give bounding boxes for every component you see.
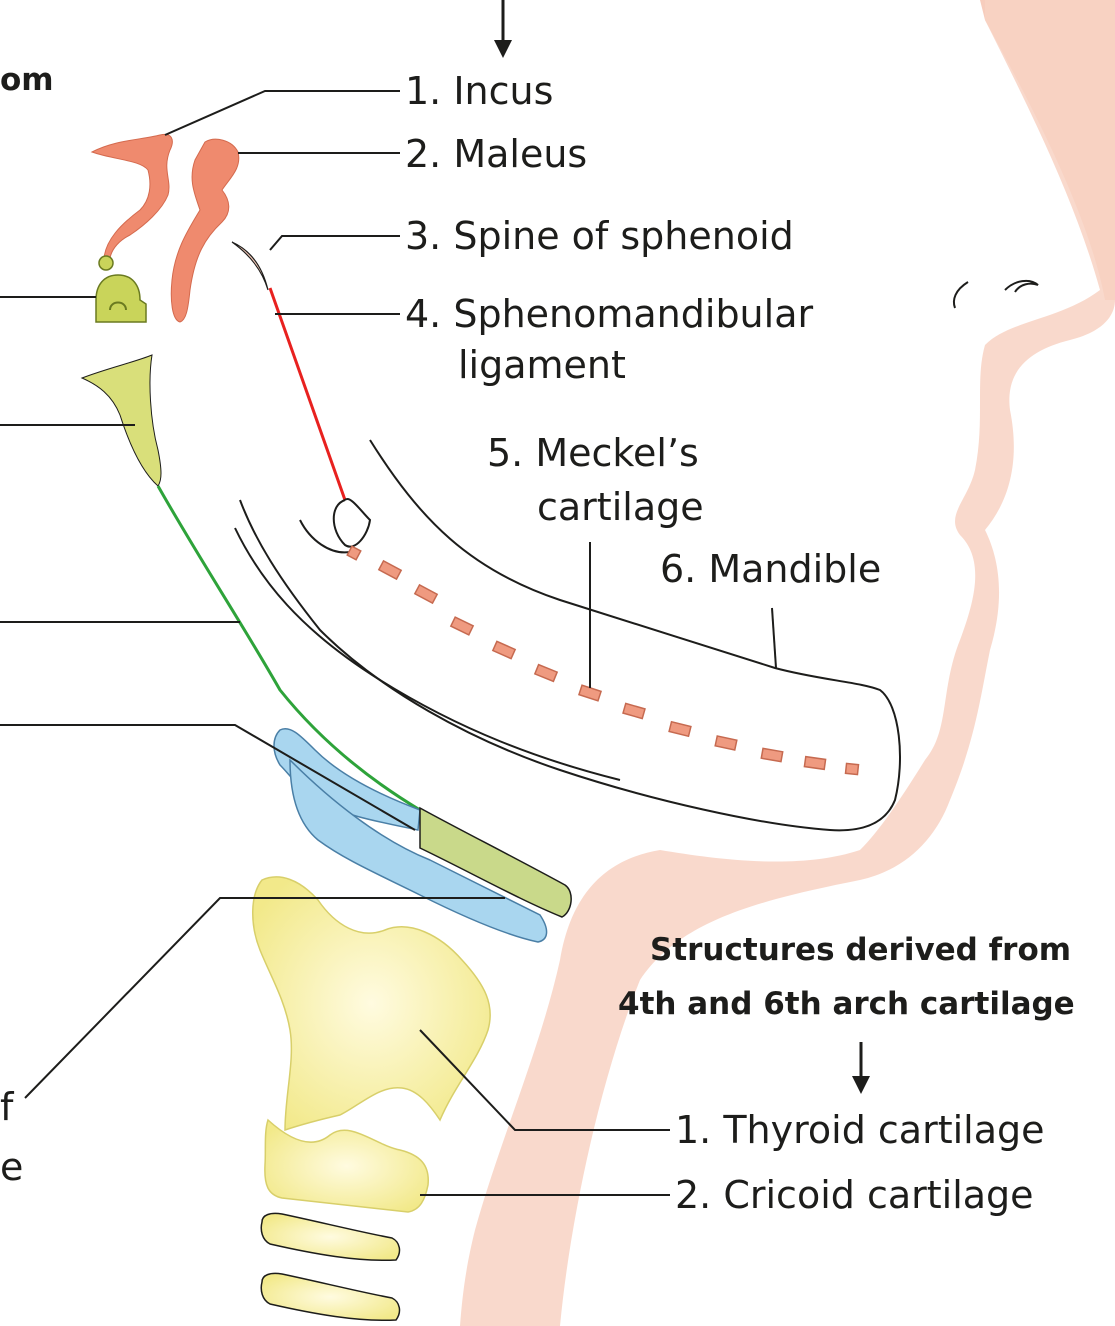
top-arrow-head — [494, 40, 512, 58]
label-cricoid-cartilage: 2. Cricoid cartilage — [675, 1173, 1034, 1217]
nostril-mark-2 — [1005, 281, 1038, 292]
heading-bottom-line2: 4th and 6th arch cartilage — [618, 986, 1075, 1022]
cricoid-cartilage-shape — [265, 1120, 428, 1212]
header-top-cut: om — [0, 62, 54, 98]
label-spine-of-sphenoid: 3. Spine of sphenoid — [405, 214, 794, 258]
incus-shape — [92, 134, 172, 258]
stapes-head — [99, 256, 113, 270]
heading-bottom-line1: Structures derived from — [650, 932, 1071, 968]
thyroid-cartilage-shape — [253, 877, 490, 1130]
leader-incus — [165, 91, 400, 135]
left-cut-text-a: f — [0, 1085, 15, 1129]
label-incus: 1. Incus — [405, 69, 553, 113]
nostril-mark — [954, 282, 968, 308]
ligament-hook-2 — [300, 520, 350, 552]
trachea-ring-2 — [261, 1273, 399, 1320]
ligament-hook — [334, 499, 370, 547]
label-sphenomandibular-2: ligament — [458, 343, 626, 387]
label-mandible: 6. Mandible — [660, 547, 881, 591]
label-maleus: 2. Maleus — [405, 132, 587, 176]
styloid-process — [82, 355, 161, 486]
left-cut-text-b: e — [0, 1145, 23, 1189]
maleus-shape — [171, 139, 239, 322]
label-meckel-1: 5. Meckel’s — [487, 431, 699, 475]
sphenomandibular-ligament — [270, 288, 345, 500]
leader-mandible — [772, 608, 776, 668]
trachea-ring-1 — [261, 1213, 399, 1260]
bottom-arrow-head — [852, 1076, 870, 1094]
leader-spine — [270, 236, 400, 250]
label-meckel-2: cartilage — [537, 485, 704, 529]
label-sphenomandibular-1: 4. Sphenomandibular — [405, 292, 813, 336]
stapes-body — [96, 275, 146, 322]
spine-of-sphenoid — [232, 242, 268, 290]
label-thyroid-cartilage: 1. Thyroid cartilage — [675, 1108, 1045, 1152]
